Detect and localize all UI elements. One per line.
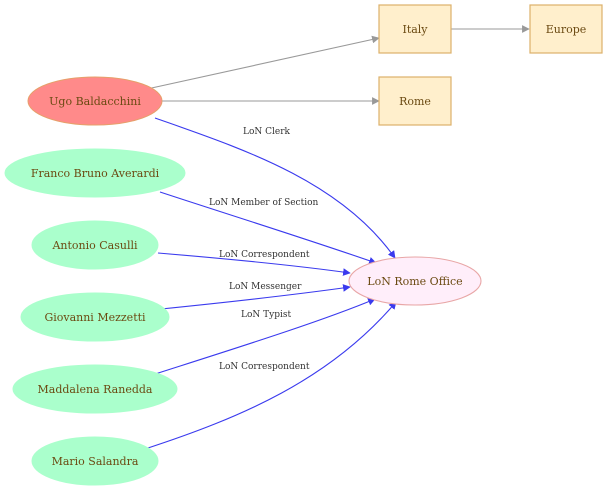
node-label-lon-rome-office: LoN Rome Office	[367, 275, 462, 288]
edge-antonio-office: LoN Correspondent	[157, 250, 351, 276]
node-lon-rome-office[interactable]: LoN Rome Office	[348, 256, 482, 306]
node-ugo-baldacchini[interactable]: Ugo Baldacchini	[27, 76, 163, 126]
edge-franco-office: LoN Member of Section	[159, 191, 377, 265]
edge-ugo-office: LoN Clerk	[154, 117, 396, 259]
edge-mario-office: LoN Correspondent	[144, 301, 397, 450]
node-label-mario-salandra: Mario Salandra	[52, 455, 139, 468]
edge-label-giovanni-office: LoN Messenger	[229, 282, 302, 292]
edge-label-franco-office: LoN Member of Section	[209, 198, 319, 208]
node-label-giovanni-mezzetti: Giovanni Mezzetti	[44, 311, 146, 324]
edge-label-mario-office: LoN Correspondent	[219, 362, 310, 372]
node-label-rome: Rome	[399, 95, 431, 108]
node-label-maddalena-ranedda: Maddalena Ranedda	[38, 383, 153, 396]
node-label-franco-bruno-averardi: Franco Bruno Averardi	[31, 167, 160, 180]
node-label-ugo-baldacchini: Ugo Baldacchini	[49, 95, 141, 108]
edge-ugo-italy	[146, 35, 380, 90]
node-antonio-casulli[interactable]: Antonio Casulli	[31, 220, 159, 270]
node-label-antonio-casulli: Antonio Casulli	[51, 239, 138, 252]
node-mario-salandra[interactable]: Mario Salandra	[31, 436, 159, 486]
edge-label-ugo-office: LoN Clerk	[243, 127, 291, 137]
node-label-europe: Europe	[546, 23, 587, 36]
node-maddalena-ranedda[interactable]: Maddalena Ranedda	[12, 364, 178, 414]
node-label-italy: Italy	[402, 23, 428, 36]
edge-label-antonio-office: LoN Correspondent	[219, 250, 310, 260]
edge-maddalena-office: LoN Typist	[151, 298, 376, 376]
node-giovanni-mezzetti[interactable]: Giovanni Mezzetti	[20, 292, 170, 342]
node-italy[interactable]: Italy	[378, 4, 452, 54]
edge-label-maddalena-office: LoN Typist	[241, 310, 291, 320]
node-franco-bruno-averardi[interactable]: Franco Bruno Averardi	[4, 148, 186, 198]
node-rome[interactable]: Rome	[378, 76, 452, 126]
node-europe[interactable]: Europe	[529, 4, 603, 54]
edge-giovanni-office: LoN Messenger	[160, 282, 351, 310]
